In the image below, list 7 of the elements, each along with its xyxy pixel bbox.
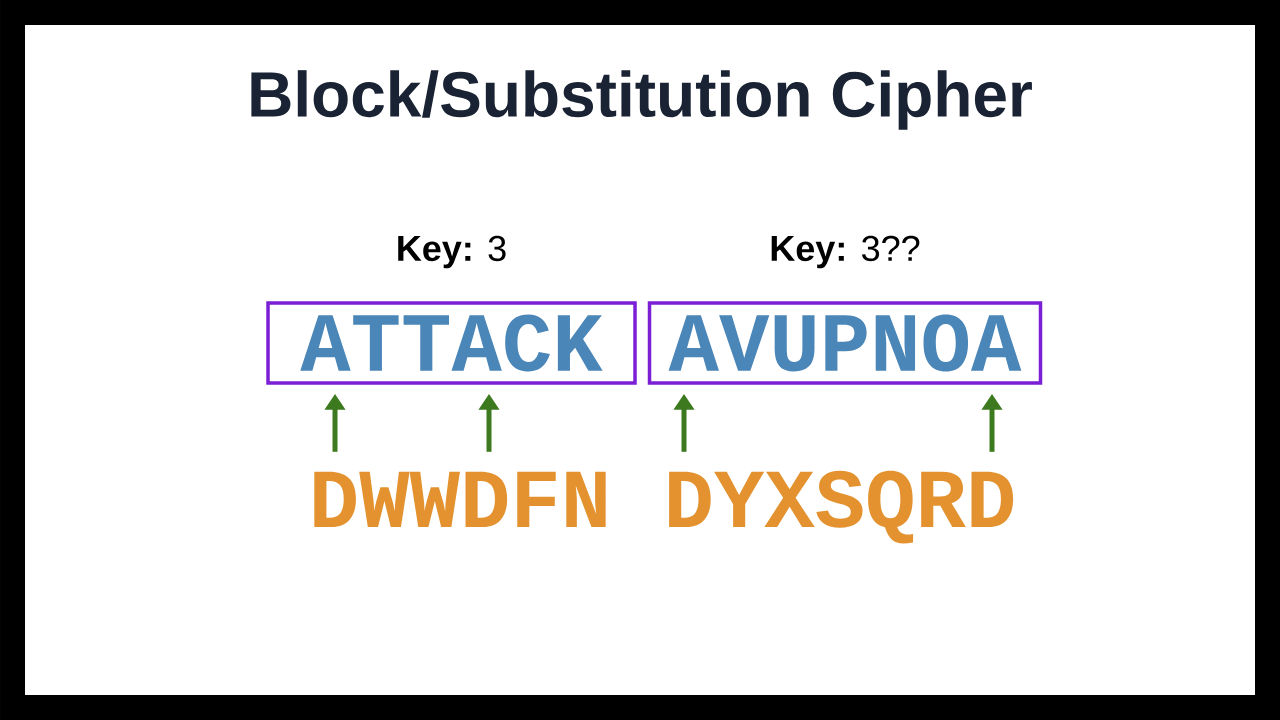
word-box: AVUPNOA	[647, 301, 1043, 385]
key-label: Key: 3??	[771, 235, 920, 269]
title: Block/Substitution Cipher	[251, 70, 1032, 130]
word-box: ATTACK	[266, 301, 637, 385]
key-label: Key: 3	[398, 235, 506, 269]
cipher-text: DWWDFN	[314, 471, 606, 527]
cipher-text: DYXSQRD	[669, 470, 1014, 544]
